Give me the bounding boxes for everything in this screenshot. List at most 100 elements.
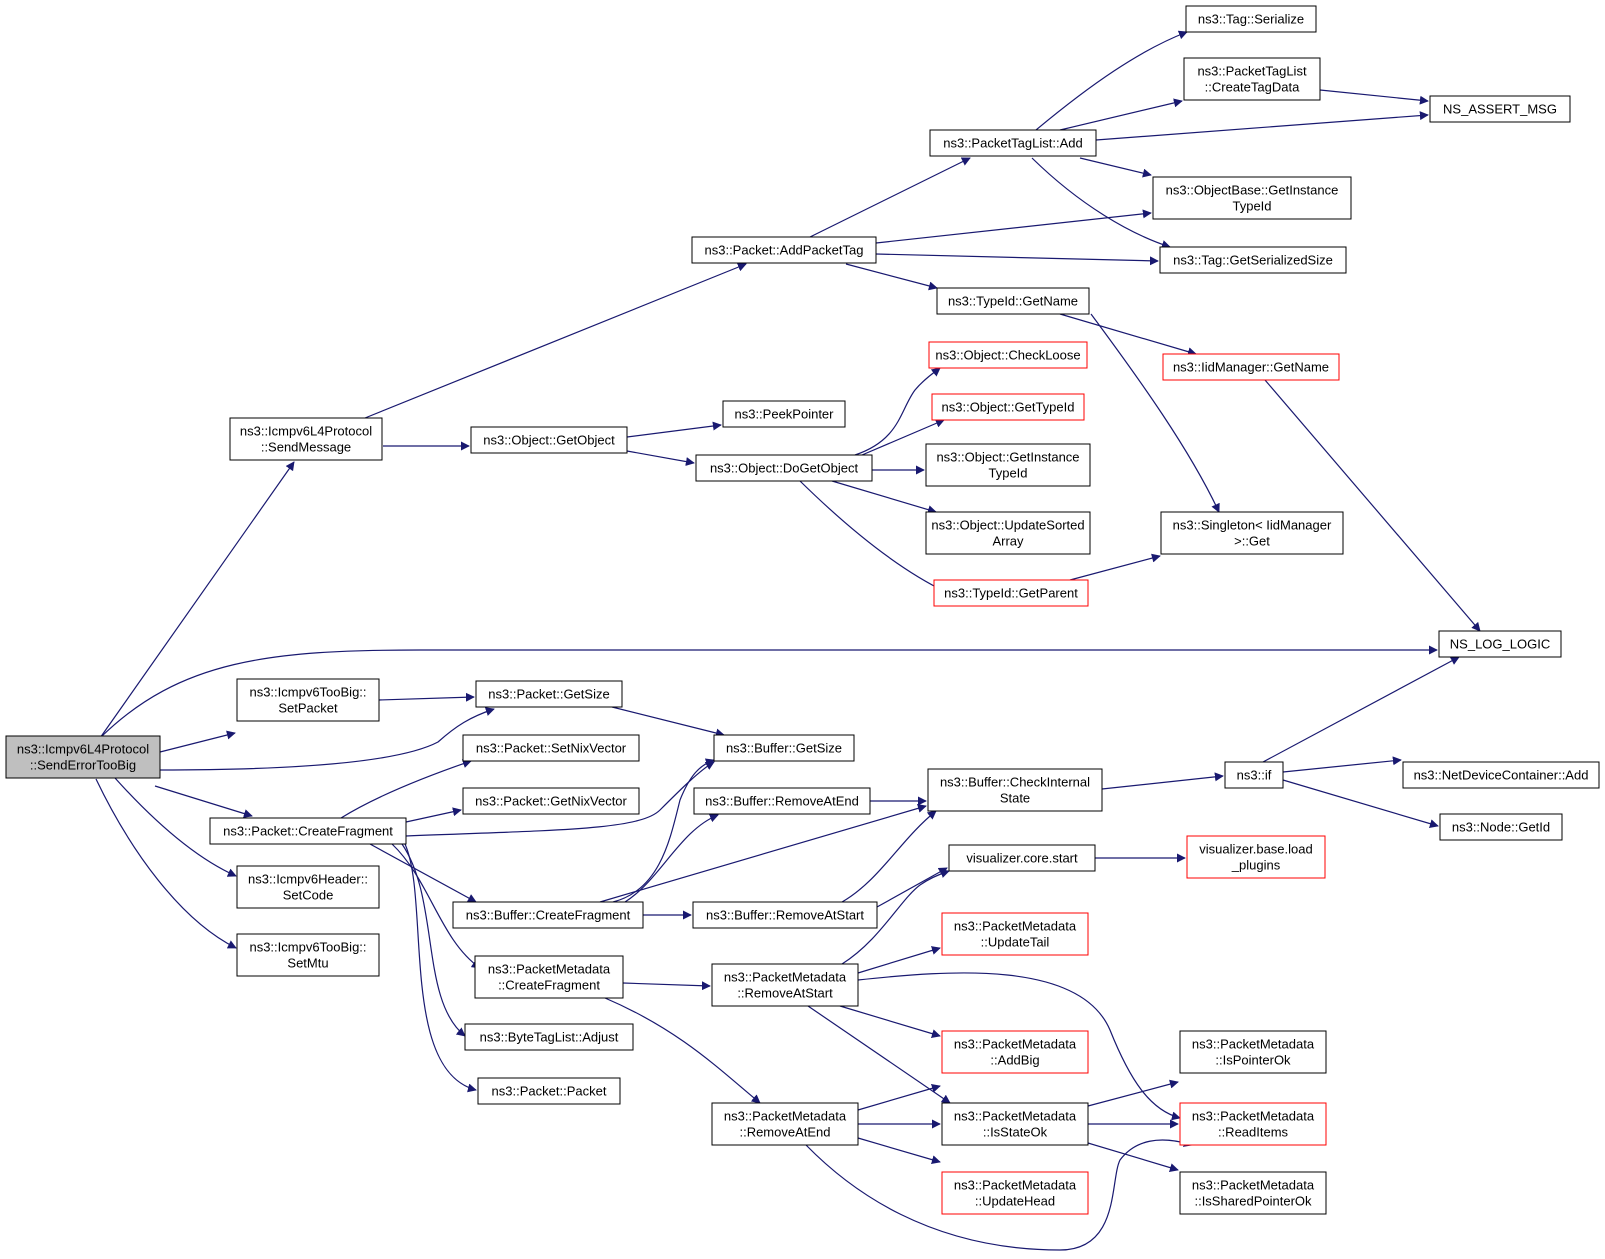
node-box [462, 734, 640, 762]
node-label-line: ::ReadItems [1218, 1125, 1289, 1140]
node-typeid-get-name[interactable]: ns3::TypeId::GetName [936, 287, 1090, 315]
node-label-line: ns3::Node::GetId [1452, 820, 1550, 835]
node-packet-tag-list-add[interactable]: ns3::PacketTagList::Add [929, 129, 1097, 157]
node-add-packet-tag[interactable]: ns3::Packet::AddPacketTag [691, 236, 877, 264]
node-object-do-get-object[interactable]: ns3::Object::DoGetObject [695, 454, 873, 482]
node-root[interactable]: ns3::Icmpv6L4Protocol::SendErrorTooBig [5, 735, 161, 779]
node-box [711, 963, 859, 1007]
node-label-line: ns3::Icmpv6TooBig:: [249, 940, 366, 955]
node-box [722, 400, 846, 428]
node-buffer-create-fragment[interactable]: ns3::Buffer::CreateFragment [452, 901, 644, 929]
node-label-line: ns3::PacketMetadata [488, 962, 611, 977]
node-ns3-if[interactable]: ns3::if [1224, 761, 1284, 789]
edge-packet_create_fragment-to-packet_set_nix_vector [340, 759, 472, 819]
node-metadata-create-fragment[interactable]: ns3::PacketMetadata::CreateFragment [474, 955, 624, 999]
node-label-line: ns3::TypeId::GetParent [944, 586, 1078, 601]
node-packet-get-nix-vector[interactable]: ns3::Packet::GetNixVector [462, 787, 640, 815]
node-buffer-remove-at-end[interactable]: ns3::Buffer::RemoveAtEnd [693, 787, 871, 815]
node-packet-get-size[interactable]: ns3::Packet::GetSize [475, 680, 623, 708]
edge-root-to-ns_log_logic [100, 645, 1438, 738]
node-object-get-object[interactable]: ns3::Object::GetObject [470, 426, 628, 454]
node-toobig-set-mtu[interactable]: ns3::Icmpv6TooBig::SetMtu [236, 933, 380, 977]
node-netdevicecontainer-add[interactable]: ns3::NetDeviceContainer::Add [1402, 761, 1600, 789]
node-metadata-update-head[interactable]: ns3::PacketMetadata::UpdateHead [941, 1171, 1089, 1215]
node-object-get-typeid[interactable]: ns3::Object::GetTypeId [931, 393, 1085, 421]
node-metadata-is-shared-pointer-ok[interactable]: ns3::PacketMetadata::IsSharedPointerOk [1179, 1171, 1327, 1215]
edge-root-to-packet_get_size [159, 707, 495, 771]
node-visualizer-base-load-plugins[interactable]: visualizer.base.load_plugins [1186, 835, 1326, 879]
node-box [941, 1171, 1089, 1215]
node-box [1439, 813, 1563, 841]
node-label-line: ::IsPointerOk [1215, 1053, 1291, 1068]
node-label-line: ns3::Object::DoGetObject [710, 461, 859, 476]
node-label-line: ns3::Packet::SetNixVector [476, 741, 627, 756]
node-label-line: ::UpdateHead [975, 1194, 1055, 1209]
node-metadata-is-state-ok[interactable]: ns3::PacketMetadata::IsStateOk [941, 1102, 1089, 1146]
edge-object_do_get_object-to-object_check_loose [854, 367, 941, 456]
node-ns-assert-msg[interactable]: NS_ASSERT_MSG [1429, 95, 1571, 123]
edge-buffer_create_fragment-to-buffer_get_size [612, 758, 715, 903]
node-label-line: ns3::PacketMetadata [954, 919, 1077, 934]
edge-buffer_remove_at_start-to-buffer_check_internal_state [841, 810, 937, 903]
node-tag-serialize[interactable]: ns3::Tag::Serialize [1185, 5, 1317, 33]
node-packet-set-nix-vector[interactable]: ns3::Packet::SetNixVector [462, 734, 640, 762]
node-label-line: ns3::IidManager::GetName [1173, 360, 1329, 375]
edge-metadata_create_fragment-to-metadata_remove_at_start [622, 981, 711, 991]
edge-send_message-to-add_packet_tag [364, 262, 747, 419]
node-ns-log-logic[interactable]: NS_LOG_LOGIC [1438, 630, 1562, 658]
node-metadata-read-items[interactable]: ns3::PacketMetadata::ReadItems [1179, 1102, 1327, 1146]
node-box [1185, 5, 1317, 33]
node-packet-create-fragment[interactable]: ns3::Packet::CreateFragment [209, 817, 407, 845]
node-node-get-id[interactable]: ns3::Node::GetId [1439, 813, 1563, 841]
node-send-message[interactable]: ns3::Icmpv6L4Protocol::SendMessage [229, 417, 383, 461]
edge-packet_tag_list_add-to-tag_get_serialized_size [1031, 157, 1171, 249]
node-box [474, 955, 624, 999]
node-metadata-is-pointer-ok[interactable]: ns3::PacketMetadata::IsPointerOk [1179, 1030, 1327, 1074]
edge-packet_create_fragment-to-metadata_create_fragment [391, 843, 481, 969]
node-packet-packet[interactable]: ns3::Packet::Packet [477, 1077, 621, 1105]
node-label-line: visualizer.core.start [966, 851, 1078, 866]
edge-metadata_remove_at_end-to-metadata_update_head [857, 1137, 941, 1165]
node-metadata-add-big[interactable]: ns3::PacketMetadata::AddBig [941, 1030, 1089, 1074]
node-iidmanager-get-name[interactable]: ns3::IidManager::GetName [1162, 353, 1340, 381]
node-object-check-loose[interactable]: ns3::Object::CheckLoose [928, 341, 1088, 369]
node-metadata-remove-at-end[interactable]: ns3::PacketMetadata::RemoveAtEnd [711, 1102, 859, 1146]
node-label-line: NS_ASSERT_MSG [1443, 102, 1557, 117]
node-singleton-get[interactable]: ns3::Singleton< IidManager>::Get [1160, 511, 1344, 555]
node-label-line: ns3::Packet::Packet [492, 1084, 607, 1099]
edge-packet_create_fragment-to-packet_get_nix_vector [405, 807, 462, 823]
edge-metadata_is_state_ok-to-metadata_is_pointer_ok [1087, 1079, 1179, 1107]
node-tag-get-serialized-size[interactable]: ns3::Tag::GetSerializedSize [1159, 246, 1347, 274]
edge-root-to-toobig_set_mtu [95, 778, 237, 949]
node-label-line: ns3::NetDeviceContainer::Add [1414, 768, 1589, 783]
edge-ns3_if-to-node_get_id [1282, 779, 1439, 829]
node-box [933, 579, 1089, 607]
node-box [477, 1077, 621, 1105]
node-label-line: ns3::PacketMetadata [1192, 1037, 1315, 1052]
node-typeid-get-parent[interactable]: ns3::TypeId::GetParent [933, 579, 1089, 607]
node-label-line: ns3::Buffer::GetSize [726, 741, 842, 756]
node-header-set-code[interactable]: ns3::Icmpv6Header::SetCode [236, 865, 380, 909]
node-peek-pointer[interactable]: ns3::PeekPointer [722, 400, 846, 428]
node-box [475, 680, 623, 708]
node-bytetaglist-adjust[interactable]: ns3::ByteTagList::Adjust [464, 1023, 634, 1051]
node-create-tag-data[interactable]: ns3::PacketTagList::CreateTagData [1183, 57, 1321, 101]
node-label-line: ns3::PacketMetadata [954, 1037, 1077, 1052]
node-box [925, 443, 1091, 487]
node-metadata-update-tail[interactable]: ns3::PacketMetadata::UpdateTail [941, 912, 1089, 956]
node-box [209, 817, 407, 845]
node-buffer-get-size[interactable]: ns3::Buffer::GetSize [713, 734, 855, 762]
node-toobig-set-packet[interactable]: ns3::Icmpv6TooBig::SetPacket [236, 678, 380, 722]
node-label-line: ns3::Object::UpdateSorted [931, 518, 1084, 533]
node-label-line: SetCode [283, 888, 334, 903]
node-label-line: ns3::Packet::AddPacketTag [705, 243, 864, 258]
node-visualizer-core-start[interactable]: visualizer.core.start [948, 844, 1096, 872]
node-metadata-remove-at-start[interactable]: ns3::PacketMetadata::RemoveAtStart [711, 963, 859, 1007]
node-buffer-remove-at-start[interactable]: ns3::Buffer::RemoveAtStart [692, 901, 878, 929]
node-label-line: ns3::PacketMetadata [1192, 1178, 1315, 1193]
